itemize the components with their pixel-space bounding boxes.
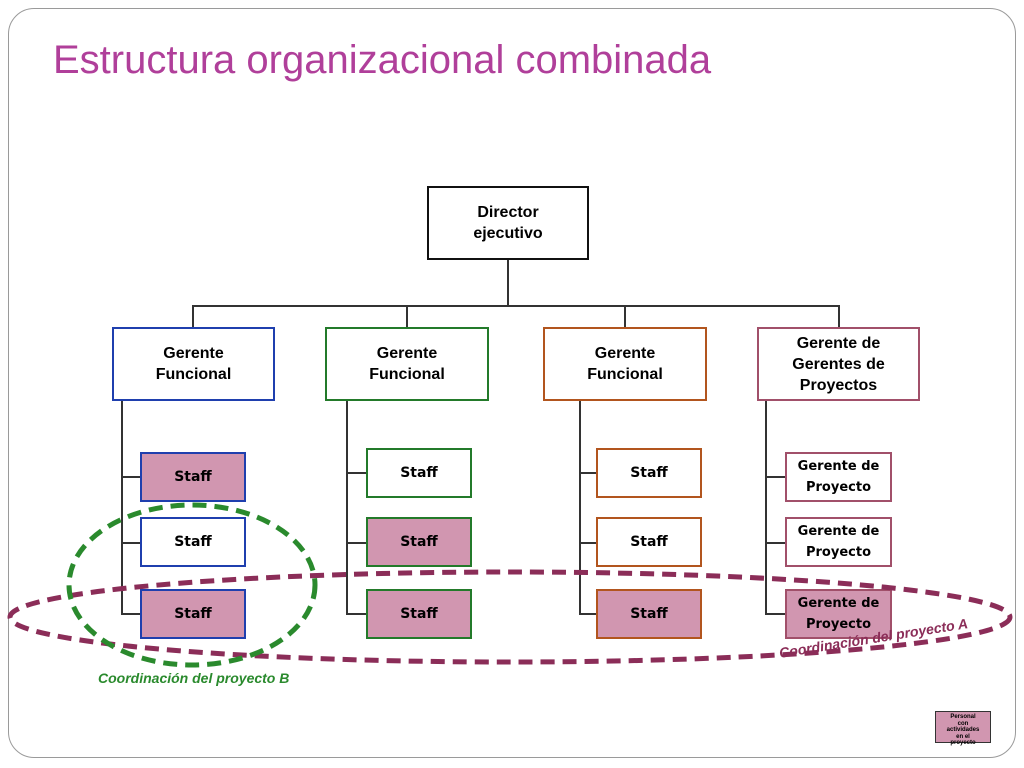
- manager-label-line2: Funcional: [587, 366, 663, 383]
- legend-text: en el: [956, 733, 970, 740]
- manager-node-project-managers[interactable]: Gerente de Gerentes de Proyectos: [757, 327, 920, 401]
- column-branch: [579, 542, 597, 544]
- column-branch: [121, 476, 141, 478]
- staff-label: Staff: [174, 533, 212, 550]
- project-manager-label-line2: Proyecto: [805, 545, 871, 560]
- slide-frame: [8, 8, 1016, 758]
- staff-box[interactable]: Staff: [366, 448, 472, 498]
- connector-to-manager-1: [192, 305, 194, 328]
- project-manager-box[interactable]: Gerente de Proyecto: [785, 517, 892, 567]
- director-label-line2: ejecutivo: [473, 225, 543, 242]
- staff-box[interactable]: Staff: [366, 589, 472, 639]
- column-spine-3: [579, 400, 581, 615]
- legend-text: actividades: [946, 727, 980, 733]
- project-manager-label-line1: Gerente de: [797, 459, 880, 474]
- manager-node-functional-3[interactable]: Gerente Funcional: [543, 327, 707, 401]
- manager-label-line1: Gerente: [594, 345, 656, 362]
- staff-label: Staff: [630, 533, 668, 550]
- manager-node-functional-2[interactable]: Gerente Funcional: [325, 327, 489, 401]
- legend-box: Personal con actividades en el proyecto: [935, 711, 991, 746]
- manager-label-line1: Gerente: [163, 345, 224, 362]
- manager-label-line1: Gerente de: [796, 334, 881, 352]
- column-spine-4: [765, 400, 767, 615]
- project-manager-box[interactable]: Gerente de Proyecto: [785, 452, 892, 502]
- project-manager-label-line2: Proyecto: [805, 480, 871, 495]
- staff-box[interactable]: Staff: [140, 589, 246, 639]
- column-branch: [346, 472, 367, 474]
- project-b-ellipse: [66, 502, 318, 668]
- connector-to-manager-4: [838, 305, 840, 328]
- staff-label: Staff: [630, 605, 668, 622]
- staff-label: Staff: [400, 533, 438, 550]
- director-label-line1: Director: [477, 204, 539, 221]
- staff-label: Staff: [400, 464, 438, 481]
- column-branch: [579, 472, 597, 474]
- staff-label: Staff: [630, 464, 668, 481]
- legend-text: proyecto: [950, 740, 976, 746]
- page-title: Estructura organizacional combinada: [53, 38, 712, 82]
- column-branch: [346, 613, 367, 615]
- connector-to-manager-2: [406, 305, 408, 328]
- manager-label-line3: Proyectos: [799, 376, 878, 394]
- project-manager-label-line1: Gerente de: [797, 596, 880, 611]
- column-branch: [346, 542, 367, 544]
- staff-box[interactable]: Staff: [596, 589, 702, 639]
- staff-box[interactable]: Staff: [366, 517, 472, 567]
- project-a-ellipse: [7, 569, 1013, 665]
- project-manager-box[interactable]: Gerente de Proyecto: [785, 589, 892, 639]
- connector-to-manager-3: [624, 305, 626, 328]
- staff-box[interactable]: Staff: [596, 448, 702, 498]
- column-branch: [121, 613, 141, 615]
- column-spine-2: [346, 400, 348, 615]
- column-branch: [765, 542, 786, 544]
- column-branch: [765, 476, 786, 478]
- staff-box[interactable]: Staff: [140, 517, 246, 567]
- project-manager-label-line2: Proyecto: [805, 617, 871, 632]
- staff-label: Staff: [174, 468, 212, 485]
- project-b-label: Coordinación del proyecto B: [98, 670, 290, 686]
- manager-label-line2: Funcional: [369, 366, 445, 383]
- staff-label: Staff: [174, 605, 212, 622]
- manager-label-line1: Gerente: [376, 345, 438, 362]
- column-branch: [765, 613, 786, 615]
- director-node[interactable]: Director ejecutivo: [427, 186, 589, 260]
- staff-box[interactable]: Staff: [596, 517, 702, 567]
- legend-text: con: [957, 720, 969, 727]
- manager-label-line2: Funcional: [155, 366, 232, 383]
- column-spine-1: [121, 400, 123, 615]
- column-branch: [579, 613, 597, 615]
- legend-text: Personal: [950, 714, 976, 720]
- manager-node-functional-1[interactable]: Gerente Funcional: [112, 327, 275, 401]
- connector-horizontal-bus: [192, 305, 840, 307]
- manager-label-line2: Gerentes de: [792, 355, 885, 373]
- connector-director-down: [507, 259, 509, 306]
- project-manager-label-line1: Gerente de: [797, 524, 880, 539]
- staff-box[interactable]: Staff: [140, 452, 246, 502]
- column-branch: [121, 542, 141, 544]
- staff-label: Staff: [400, 605, 438, 622]
